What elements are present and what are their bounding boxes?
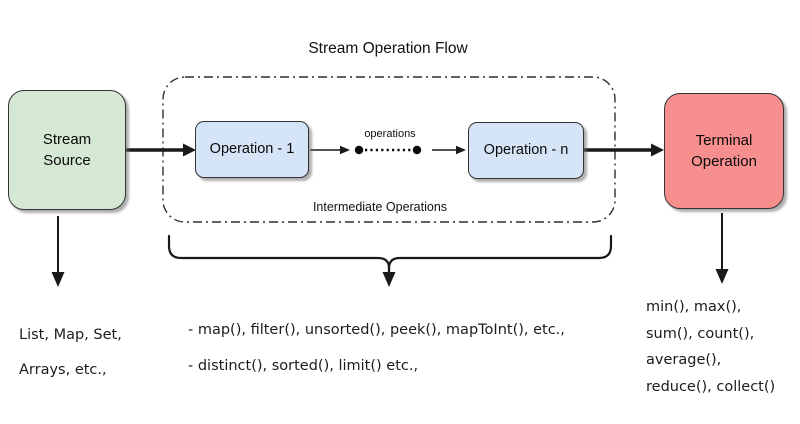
arrow-opn-to-terminal: [583, 143, 664, 157]
arrow-dots-to-opn: [432, 145, 466, 155]
diagram-title: Stream Operation Flow: [308, 40, 468, 57]
operation-1-label: Operation - 1: [209, 141, 295, 157]
intermediate-examples-annotation: - map(), filter(), unsorted(), peek(), m…: [188, 312, 565, 384]
arrow-op1-to-dots: [310, 145, 350, 155]
terminal-operation-label-line1: Terminal: [695, 132, 753, 149]
intermediate-examples-line2: - distinct(), sorted(), limit() etc.,: [188, 358, 419, 374]
terminal-examples-line3: average(),: [646, 352, 722, 368]
operations-dotted-segment: [354, 145, 422, 155]
operations-label: operations: [364, 128, 416, 140]
stream-source-label-line2: Source: [43, 152, 91, 169]
arrow-source-down: [51, 216, 65, 287]
intermediate-operations-caption: Intermediate Operations: [290, 200, 470, 214]
stream-source-node[interactable]: Stream Source: [8, 90, 126, 210]
terminal-operation-node[interactable]: Terminal Operation: [664, 93, 784, 209]
source-types-annotation: List, Map, Set, Arrays, etc.,: [19, 318, 122, 388]
stream-source-label-line1: Stream: [42, 131, 92, 148]
intermediate-operations-caption-text: Intermediate Operations: [308, 200, 452, 214]
terminal-examples-line1: min(), max(),: [646, 299, 742, 315]
operation-n-node[interactable]: Operation - n: [468, 122, 584, 179]
intermediate-brace: [167, 234, 613, 287]
terminal-operation-label-line2: Operation: [691, 153, 757, 170]
terminal-examples-annotation: min(), max(), sum(), count(), average(),…: [646, 294, 775, 400]
terminal-examples-line4: reduce(), collect(): [646, 378, 776, 395]
terminal-examples-line2: sum(), count(),: [646, 325, 755, 342]
operation-n-label: Operation - n: [483, 142, 569, 158]
source-types-line2: Arrays, etc.,: [19, 362, 107, 378]
intermediate-examples-line1: - map(), filter(), unsorted(), peek(), m…: [188, 322, 565, 338]
arrow-terminal-down: [715, 213, 729, 284]
operation-1-node[interactable]: Operation - 1: [195, 121, 309, 178]
arrow-source-to-op1: [126, 143, 196, 157]
source-types-line1: List, Map, Set,: [19, 327, 122, 343]
